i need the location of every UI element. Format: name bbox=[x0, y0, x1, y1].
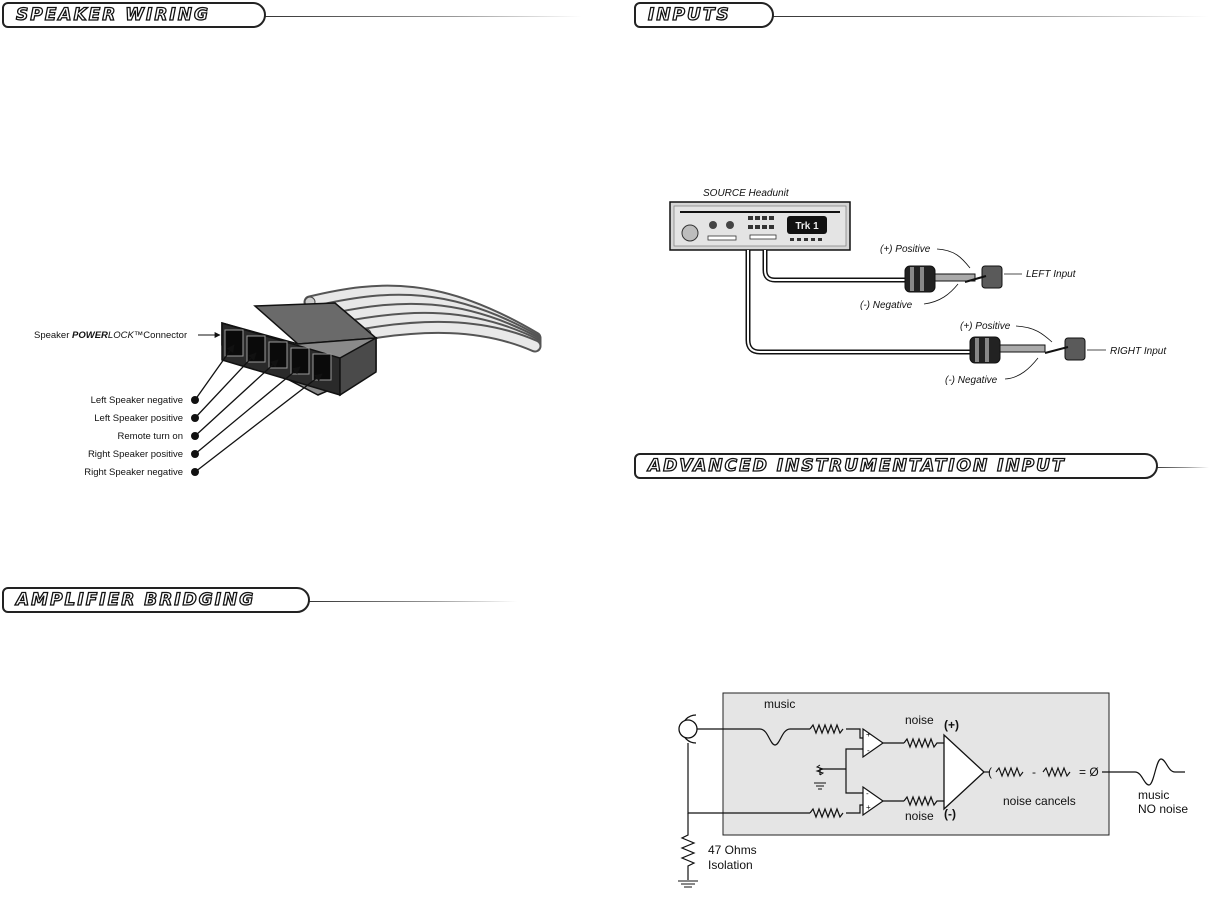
terminal-item: Right Speaker negative bbox=[84, 373, 323, 478]
resistor-icon bbox=[995, 766, 1024, 778]
right-negative-label: (-) Negative bbox=[945, 375, 998, 386]
op-amp-top-icon: + - bbox=[862, 727, 885, 759]
left-negative-label: (-) Negative bbox=[860, 300, 913, 311]
advanced-input-title: ADVANCED INSTRUMENTATION INPUT bbox=[647, 455, 1066, 476]
music-out-line1: music bbox=[1138, 788, 1169, 802]
amplifier-box bbox=[722, 692, 1110, 836]
equation-open: ( bbox=[988, 765, 992, 779]
resistor-icon bbox=[809, 723, 844, 735]
ground-icon bbox=[678, 880, 698, 888]
equation-minus: - bbox=[1032, 765, 1036, 779]
isolation-resistor-icon bbox=[680, 813, 696, 880]
terminal-label: Right Speaker positive bbox=[88, 449, 183, 460]
inputs-title: INPUTS bbox=[647, 4, 731, 25]
terminal-arrow bbox=[194, 373, 323, 473]
inputs-diagram: SOURCE Headunit Trk 1 (+) Positive bbox=[669, 188, 1167, 386]
music-in-label: music bbox=[764, 697, 795, 711]
right-positive-label: (+) Positive bbox=[960, 321, 1011, 332]
terminal-item: Left Speaker positive bbox=[94, 352, 257, 424]
header-pill: INPUTS bbox=[634, 2, 774, 28]
resistor-icon bbox=[815, 764, 825, 776]
advanced-input-diagram: music + - - + noise (+) noise (-) ( - = … bbox=[678, 692, 1188, 888]
volume-knob-icon bbox=[681, 224, 699, 242]
source-label: SOURCE Headunit bbox=[703, 188, 790, 199]
header-rule bbox=[309, 601, 517, 602]
equation-result: = Ø bbox=[1079, 765, 1099, 779]
music-out-line2: NO noise bbox=[1138, 802, 1188, 816]
terminal-arrow bbox=[194, 366, 301, 455]
header-rule bbox=[264, 16, 582, 17]
powerlock-connector bbox=[221, 302, 378, 397]
resistor-icon bbox=[1042, 766, 1071, 778]
svg-text:+: + bbox=[866, 730, 871, 739]
terminal-label: Right Speaker negative bbox=[84, 467, 183, 478]
differential-amp-icon bbox=[943, 733, 985, 811]
plus-label: (+) bbox=[944, 718, 959, 732]
terminal-item: Remote turn on bbox=[118, 359, 279, 442]
svg-text:-: - bbox=[866, 789, 869, 798]
speaker-wiring-header: SPEAKER WIRING bbox=[2, 2, 582, 32]
terminal-arrow bbox=[194, 352, 257, 419]
terminal-list: Left Speaker negative Left Speaker posit… bbox=[84, 344, 323, 478]
header-pill: AMPLIFIER BRIDGING bbox=[2, 587, 310, 613]
left-positive-label: (+) Positive bbox=[880, 244, 931, 255]
terminal-arrow bbox=[194, 359, 279, 437]
noise-top-label: noise bbox=[905, 713, 934, 727]
speaker-wiring-diagram: Speaker POWERLOCK™Connector Left Speaker… bbox=[34, 284, 542, 478]
header-rule bbox=[772, 16, 1209, 17]
isolation-line1: 47 Ohms bbox=[708, 843, 757, 857]
advanced-input-header: ADVANCED INSTRUMENTATION INPUT bbox=[634, 453, 1209, 483]
left-input-label: LEFT Input bbox=[1026, 269, 1077, 280]
display-screen bbox=[787, 216, 827, 234]
knob-icon bbox=[726, 221, 734, 229]
noise-bottom-label: noise bbox=[905, 809, 934, 823]
terminal-label: Remote turn on bbox=[118, 431, 183, 442]
ground-icon bbox=[814, 782, 826, 790]
op-amp-bottom-icon: - + bbox=[862, 785, 885, 817]
knob-icon bbox=[709, 221, 717, 229]
amplifier-bridging-title: AMPLIFIER BRIDGING bbox=[15, 589, 256, 610]
connector-label: Speaker POWERLOCK™Connector bbox=[34, 330, 187, 341]
speaker-wiring-title: SPEAKER WIRING bbox=[15, 4, 210, 25]
display-text: Trk 1 bbox=[795, 221, 819, 232]
head-unit: Trk 1 bbox=[669, 201, 851, 251]
header-pill: ADVANCED INSTRUMENTATION INPUT bbox=[634, 453, 1158, 479]
terminal-item: Right Speaker positive bbox=[88, 366, 301, 460]
rca-cables bbox=[745, 250, 975, 355]
terminal-arrow bbox=[194, 344, 235, 401]
minus-label: (-) bbox=[944, 807, 956, 821]
terminal-label: Left Speaker negative bbox=[91, 395, 183, 406]
svg-text:-: - bbox=[867, 746, 870, 755]
input-jack-icon bbox=[678, 714, 698, 744]
resistor-icon bbox=[903, 737, 944, 749]
terminal-label: Left Speaker positive bbox=[94, 413, 183, 424]
svg-text:+: + bbox=[866, 803, 871, 812]
noise-cancels-label: noise cancels bbox=[1003, 794, 1076, 808]
amplifier-bridging-header: AMPLIFIER BRIDGING bbox=[2, 587, 517, 617]
terminal-item: Left Speaker negative bbox=[91, 344, 235, 406]
right-input-label: RIGHT Input bbox=[1110, 346, 1167, 357]
header-rule bbox=[1154, 467, 1209, 468]
left-rca-plug bbox=[904, 265, 1003, 293]
header-pill: SPEAKER WIRING bbox=[2, 2, 266, 28]
isolation-line2: Isolation bbox=[708, 858, 753, 872]
resistor-icon bbox=[809, 807, 844, 819]
right-rca-plug bbox=[969, 336, 1086, 364]
resistor-icon bbox=[903, 795, 944, 807]
inputs-header: INPUTS bbox=[634, 2, 1209, 32]
